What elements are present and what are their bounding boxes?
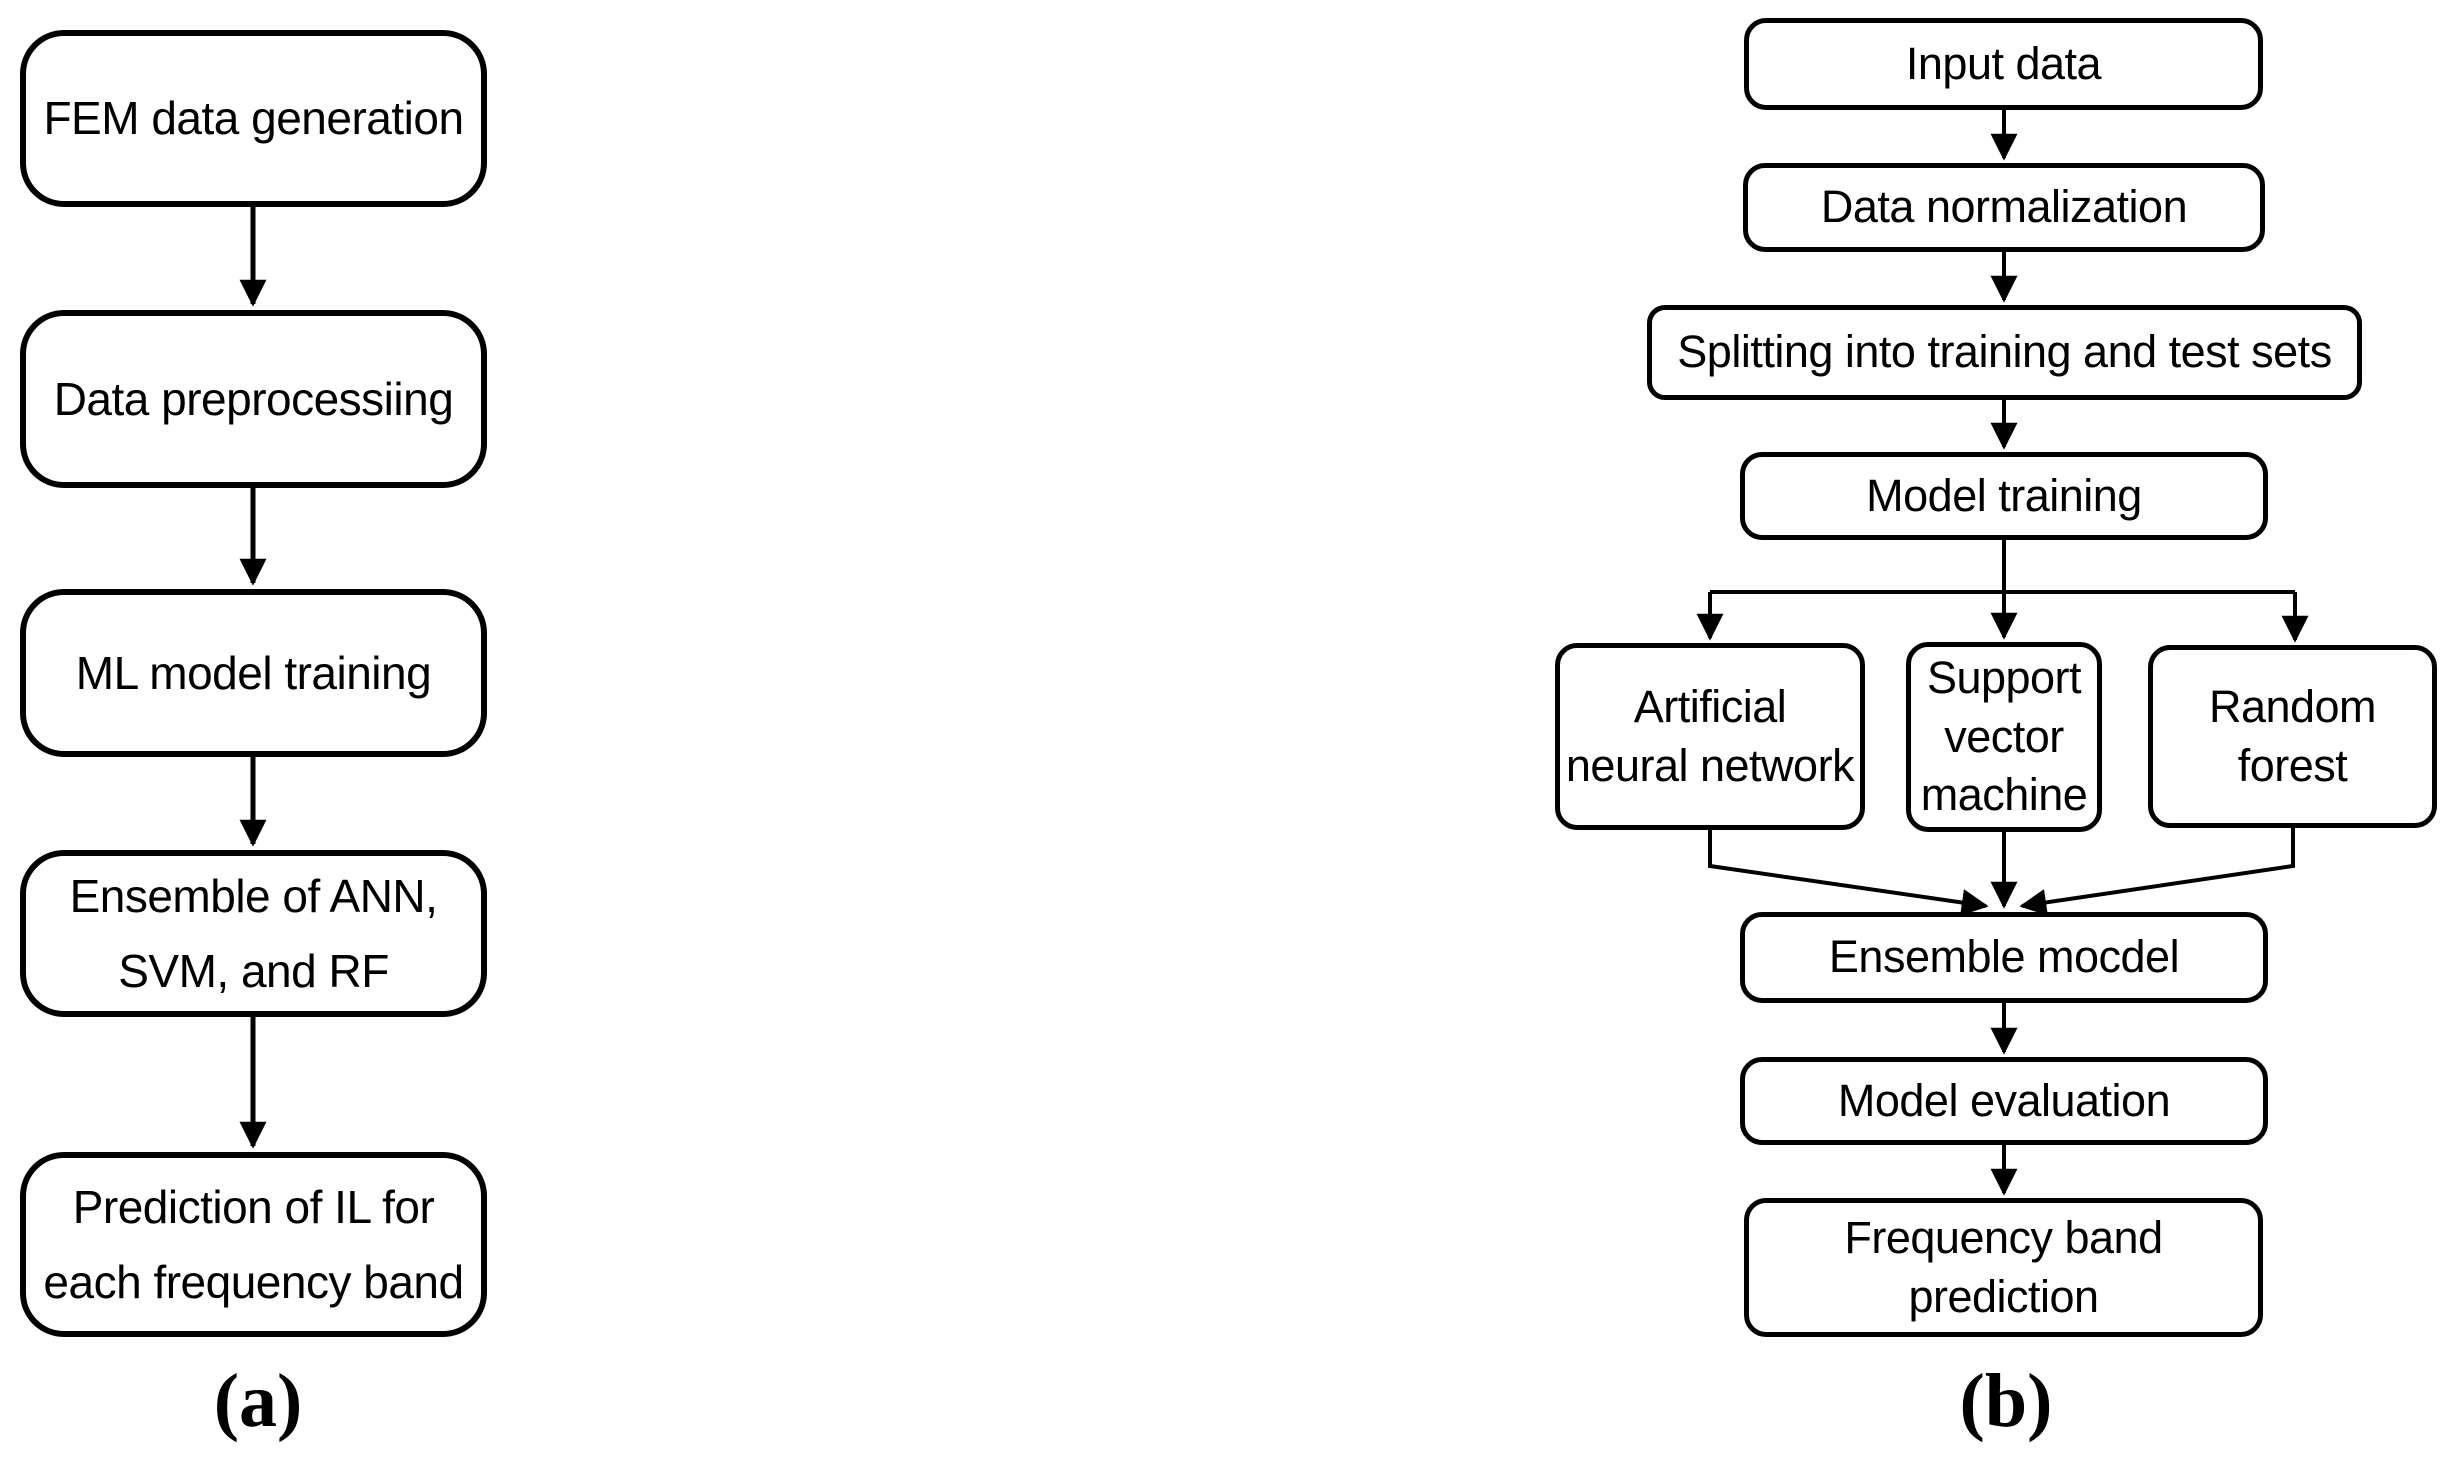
arrow: [1708, 830, 1989, 916]
flow-box-model-evaluation: Model evaluation: [1740, 1057, 2268, 1145]
flow-box-frequency-band-prediction: Frequency band prediction: [1744, 1198, 2263, 1337]
flow-box-data-normalization: Data normalization: [1743, 163, 2265, 252]
flow-box-support-vector-machine: Support vector machine: [1906, 642, 2102, 832]
flow-box-input-data: Input data: [1744, 18, 2263, 110]
flow-box-splitting-train-test: Splitting into training and test sets: [1647, 305, 2362, 400]
flow-box-random-forest: Random forest: [2148, 645, 2437, 828]
flow-box-data-preprocessing: Data preprocessiing: [20, 310, 487, 488]
panel-b-arrows: [1696, 110, 2309, 1196]
flow-box-ensemble-model: Ensemble mocdel: [1740, 912, 2268, 1003]
arrow: [2019, 828, 2295, 916]
flow-box-model-training: Model training: [1740, 452, 2268, 540]
flow-box-prediction-of-il: Prediction of IL for each frequency band: [20, 1152, 487, 1337]
panel-b-label: (b): [1959, 1359, 2053, 1443]
flow-box-ml-model-training: ML model training: [20, 589, 487, 757]
flow-box-ensemble-of-ann-svm-rf: Ensemble of ANN, SVM, and RF: [20, 850, 487, 1017]
panel-a-label: (a): [213, 1359, 303, 1443]
flow-box-artificial-neural-network: Artificial neural network: [1555, 643, 1865, 830]
flow-box-fem-data-generation: FEM data generation: [20, 30, 487, 207]
